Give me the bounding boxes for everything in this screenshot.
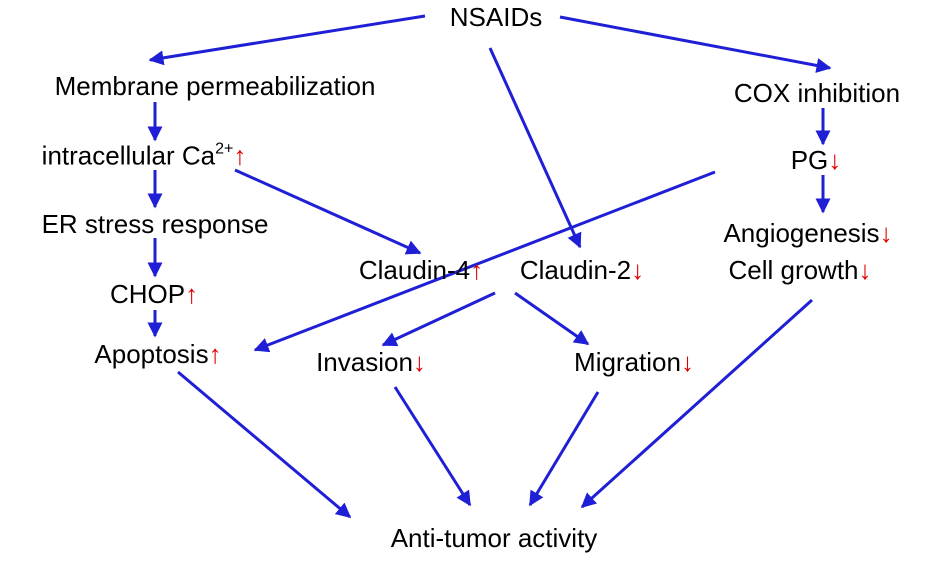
node-apoptosis: Apoptosis↑ — [94, 341, 221, 367]
edge-claudin4-to-invasion — [381, 291, 496, 347]
node-nsaids-label: NSAIDs — [449, 2, 543, 32]
up-arrow-icon: ↑ — [470, 255, 484, 285]
node-cox-inhibition: COX inhibition — [734, 80, 900, 106]
node-migration-label: Migration — [574, 347, 681, 377]
up-arrow-icon: ↑ — [233, 140, 247, 171]
node-apoptosis-label: Apoptosis — [94, 339, 209, 369]
node-cell-growth: Cell growth↓ — [728, 257, 871, 283]
node-cox-label: COX inhibition — [733, 78, 901, 108]
up-arrow-icon: ↑ — [185, 279, 199, 309]
node-pg: PG↓ — [791, 147, 842, 173]
edge-pg-to-apoptosis — [253, 170, 716, 353]
node-ca-label: intracellular Ca — [41, 140, 216, 171]
node-angio-label: Angiogenesis — [723, 218, 880, 248]
node-claudin2-label: Claudin-2 — [519, 255, 632, 285]
up-arrow-icon: ↑ — [208, 339, 222, 369]
node-er-stress-response: ER stress response — [42, 211, 269, 237]
node-antitumor-label: Anti-tumor activity — [390, 523, 598, 553]
node-invasion: Invasion↓ — [316, 349, 426, 375]
node-claudin-2: Claudin-2↓ — [520, 257, 644, 283]
node-angiogenesis: Angiogenesis↓ — [723, 220, 892, 246]
node-ca-superscript: 2+ — [215, 140, 234, 158]
node-migration: Migration↓ — [574, 349, 694, 375]
edge-nsaids-to-claudin2 — [488, 47, 582, 249]
down-arrow-icon: ↓ — [828, 145, 842, 175]
edge-nsaids-to-cox — [559, 15, 832, 73]
down-arrow-icon: ↓ — [412, 347, 426, 377]
node-claudin-4: Claudin-4↑ — [359, 257, 483, 283]
edge-cellgrowth-to-antitumor — [580, 298, 814, 509]
down-arrow-icon: ↓ — [680, 347, 694, 377]
node-invasion-label: Invasion — [316, 347, 413, 377]
edge-nsaids-to-membrane — [148, 14, 426, 66]
edge-ca-to-claudin4 — [234, 168, 422, 255]
down-arrow-icon: ↓ — [858, 255, 872, 285]
edge-apoptosis-to-antitumor — [177, 370, 352, 519]
down-arrow-icon: ↓ — [879, 218, 893, 248]
node-intracellular-calcium: intracellular Ca2+↑ — [41, 140, 247, 171]
node-cellgrowth-label: Cell growth — [728, 255, 859, 285]
down-arrow-icon: ↓ — [631, 255, 645, 285]
node-membrane-label: Membrane permeabilization — [54, 71, 376, 101]
edge-migration-to-antitumor — [528, 391, 600, 507]
node-chop: CHOP↑ — [110, 281, 198, 307]
node-pg-label: PG — [790, 145, 829, 175]
node-nsaids: NSAIDs — [450, 4, 542, 30]
node-er-label: ER stress response — [41, 209, 269, 239]
node-membrane-permeabilization: Membrane permeabilization — [55, 73, 376, 99]
edge-invasion-to-antitumor — [393, 386, 472, 507]
edge-claudin4-to-migration — [514, 291, 590, 346]
node-chop-label: CHOP — [109, 279, 186, 309]
node-claudin4-label: Claudin-4 — [358, 255, 471, 285]
node-anti-tumor-activity: Anti-tumor activity — [391, 525, 598, 551]
